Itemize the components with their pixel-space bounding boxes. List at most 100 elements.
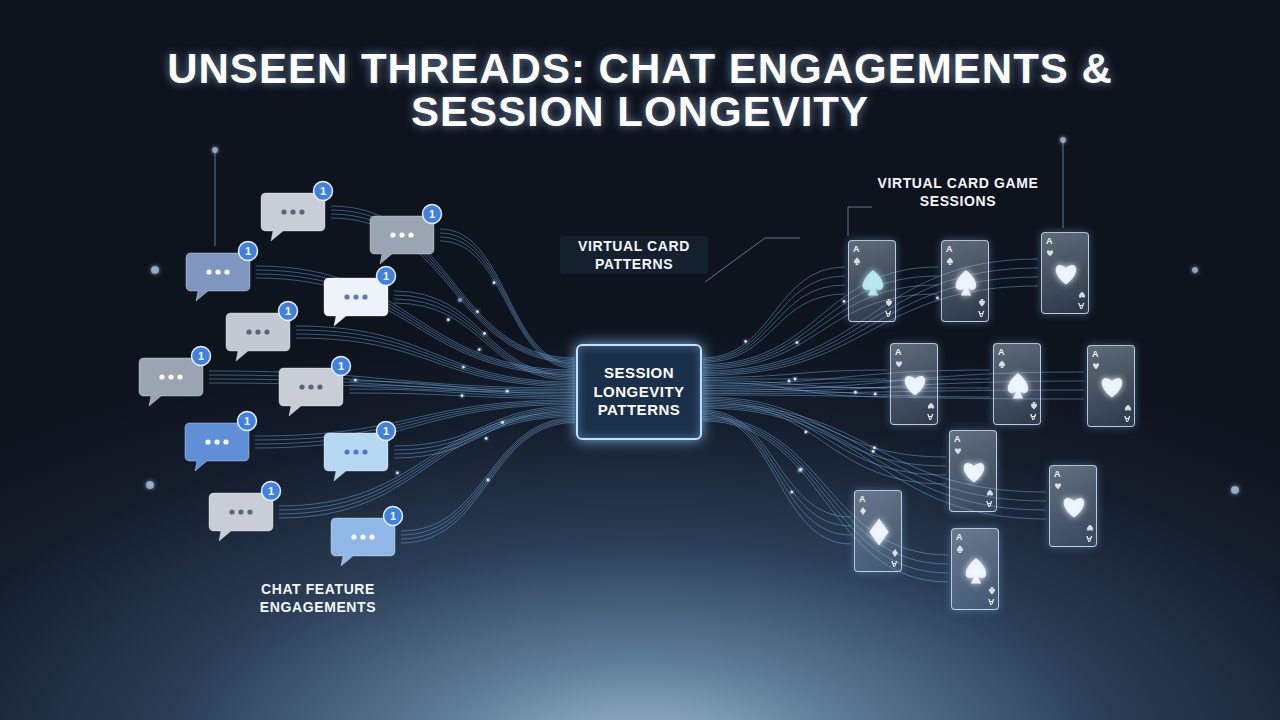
bokeh-dot — [1060, 137, 1066, 143]
flow-thread — [703, 417, 948, 556]
flow-thread — [256, 274, 575, 373]
flow-thread — [703, 379, 887, 380]
typing-dot — [205, 439, 210, 444]
flow-thread — [703, 415, 851, 545]
spark-dot — [478, 348, 481, 351]
flow-thread — [703, 294, 845, 363]
typing-dot — [344, 294, 349, 299]
notification-count: 1 — [262, 482, 280, 500]
card-rank: A — [1030, 412, 1037, 422]
bubble-shape — [324, 278, 388, 326]
corner-suit — [1031, 402, 1037, 410]
spark-dot — [354, 379, 357, 382]
badge-circle — [377, 267, 396, 286]
diagram-title: UNSEEN THREADS: CHAT ENGAGEMENTS & SESSI… — [80, 48, 1200, 134]
corner-suit — [955, 448, 961, 454]
typing-dot — [281, 209, 286, 214]
typing-dot — [317, 384, 322, 389]
spark-dot — [788, 380, 791, 383]
corner-suit — [1093, 363, 1099, 369]
notification-count: 1 — [384, 507, 402, 525]
typing-dot — [399, 232, 404, 237]
leader-line — [1063, 140, 1064, 228]
typing-dot — [390, 232, 395, 237]
bokeh-dot — [1231, 486, 1239, 494]
bubble-shape — [261, 193, 325, 241]
flow-threads — [209, 206, 1084, 582]
flow-thread — [296, 330, 575, 384]
flow-thread — [401, 418, 575, 531]
typing-dot — [206, 269, 211, 274]
spark-dot — [854, 391, 857, 394]
spark-dot — [805, 431, 808, 434]
flow-thread — [394, 291, 575, 376]
spark-dots — [350, 237, 939, 493]
card-rank: A — [1046, 236, 1053, 246]
card-rank: A — [891, 559, 898, 569]
card-rank: A — [986, 499, 993, 509]
playing-card: AA — [993, 343, 1041, 425]
flow-thread — [394, 299, 575, 379]
bubble-shape — [186, 253, 250, 301]
bubble-shape — [279, 368, 343, 416]
flow-thread — [440, 233, 575, 366]
typing-dot — [177, 374, 182, 379]
typing-dot — [247, 509, 252, 514]
corner-suit — [886, 299, 892, 307]
flow-thread — [394, 295, 575, 378]
flow-thread — [703, 412, 851, 527]
spark-dot — [872, 450, 875, 453]
typing-dot — [353, 294, 358, 299]
typing-dot — [369, 534, 374, 539]
flow-thread — [349, 385, 575, 396]
spark-dot — [501, 421, 504, 424]
spark-dot — [843, 300, 846, 303]
flow-thread — [401, 420, 575, 536]
section-label: VIRTUAL CARD GAME SESSIONS — [876, 174, 1040, 210]
flow-thread — [279, 414, 575, 511]
flow-thread — [394, 408, 575, 451]
bokeh-dot — [212, 147, 218, 153]
playing-card: AA — [1049, 465, 1097, 547]
suit-symbol — [863, 270, 883, 296]
typing-dot — [224, 269, 229, 274]
bokeh-dot — [151, 266, 159, 274]
bokeh-dot — [1192, 267, 1198, 273]
typing-dot — [246, 329, 251, 334]
card-rank: A — [927, 412, 934, 422]
corner-suit — [854, 257, 860, 265]
suit-symbol — [966, 558, 986, 584]
typing-dot — [223, 439, 228, 444]
flow-thread — [703, 413, 851, 535]
corner-suit — [999, 360, 1005, 368]
corner-suit — [989, 587, 995, 595]
flow-thread — [401, 423, 575, 544]
card-rank: A — [1092, 349, 1099, 359]
corner-suit — [1047, 250, 1053, 256]
suit-symbol — [1064, 498, 1084, 517]
typing-dot — [168, 374, 173, 379]
typing-dot — [362, 449, 367, 454]
bubble-shape — [185, 423, 249, 471]
card-rank: A — [853, 244, 860, 254]
flow-thread — [349, 381, 575, 394]
bokeh-dot — [146, 481, 154, 489]
card-rank: A — [1124, 414, 1131, 424]
corner-suit — [896, 361, 902, 367]
card-rank: A — [988, 597, 995, 607]
spark-dot — [796, 341, 799, 344]
notification-count: 1 — [238, 412, 256, 430]
chat-bubble — [185, 412, 257, 472]
corner-suit — [1125, 405, 1131, 411]
suit-symbol — [956, 270, 976, 296]
flow-thread — [255, 403, 575, 444]
notification-count: 1 — [192, 347, 210, 365]
badge-circle — [384, 507, 403, 526]
corner-suit — [979, 299, 985, 307]
pattern-box: SESSION LONGEVITY PATTERNS — [576, 344, 702, 440]
notification-count: 1 — [423, 205, 441, 223]
flow-thread — [255, 405, 575, 449]
badge-circle — [238, 412, 257, 431]
chat-bubble — [279, 357, 351, 417]
